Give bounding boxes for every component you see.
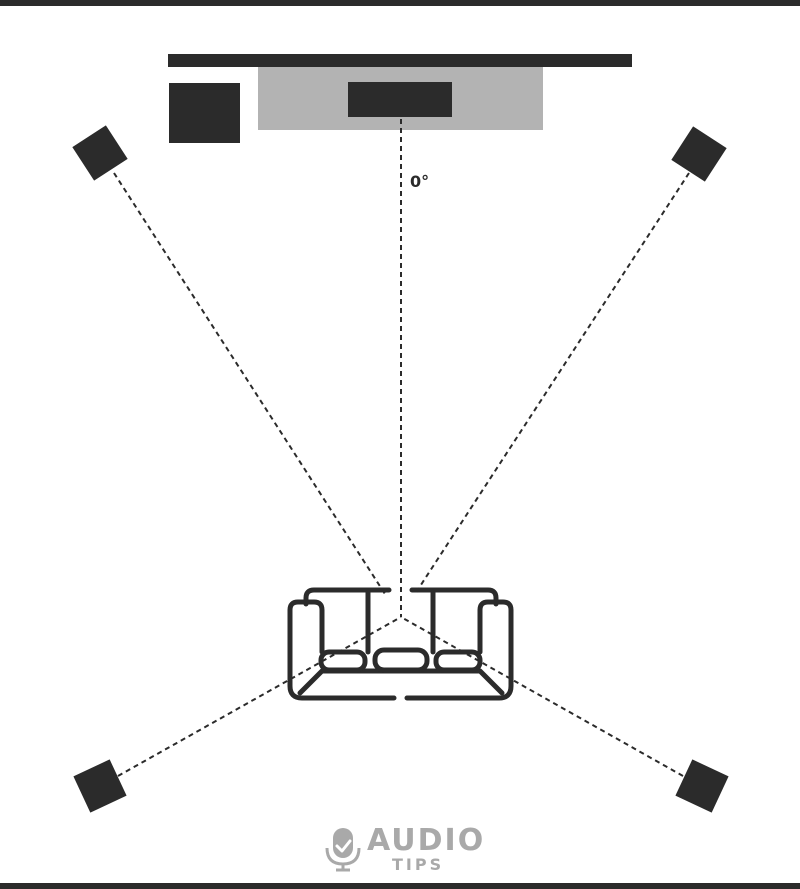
center-speaker-icon	[348, 82, 452, 117]
audio-tips-logo: AUDIO TIPS	[322, 823, 486, 876]
wall-bar	[168, 54, 632, 67]
rear-left-line	[117, 616, 402, 777]
front-right-speaker-icon	[671, 126, 727, 182]
rear-right-speaker-icon	[675, 759, 729, 813]
front-right-line	[414, 172, 690, 595]
logo-word-tips: TIPS	[392, 855, 445, 874]
rear-left-speaker-icon	[73, 759, 127, 813]
logo-word-audio: AUDIO	[367, 823, 486, 858]
sofa-icon	[287, 587, 514, 701]
top-border	[0, 0, 800, 6]
microphone-icon	[325, 828, 361, 872]
angle-label: 0°	[410, 172, 430, 191]
listening-lines	[113, 119, 690, 777]
front-left-line	[113, 172, 386, 595]
subwoofer-icon	[169, 83, 240, 143]
bottom-border	[0, 883, 800, 889]
front-left-speaker-icon	[72, 125, 128, 181]
